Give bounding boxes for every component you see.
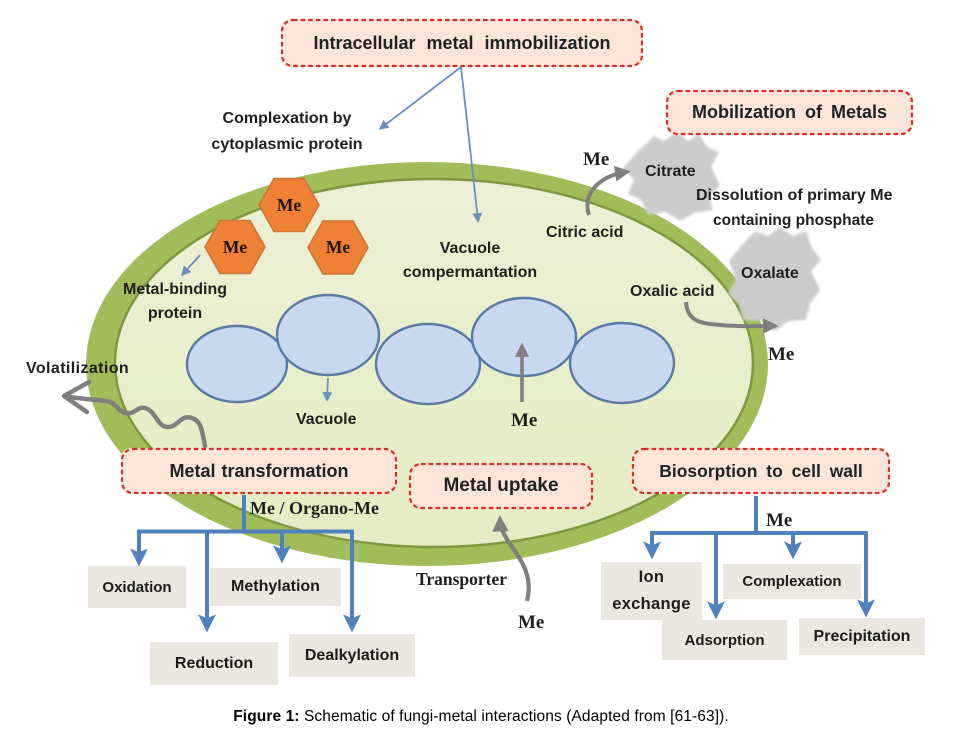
svg-text:Me: Me (223, 237, 248, 257)
svg-text:Me: Me (277, 195, 302, 215)
svg-text:Me: Me (326, 237, 351, 257)
